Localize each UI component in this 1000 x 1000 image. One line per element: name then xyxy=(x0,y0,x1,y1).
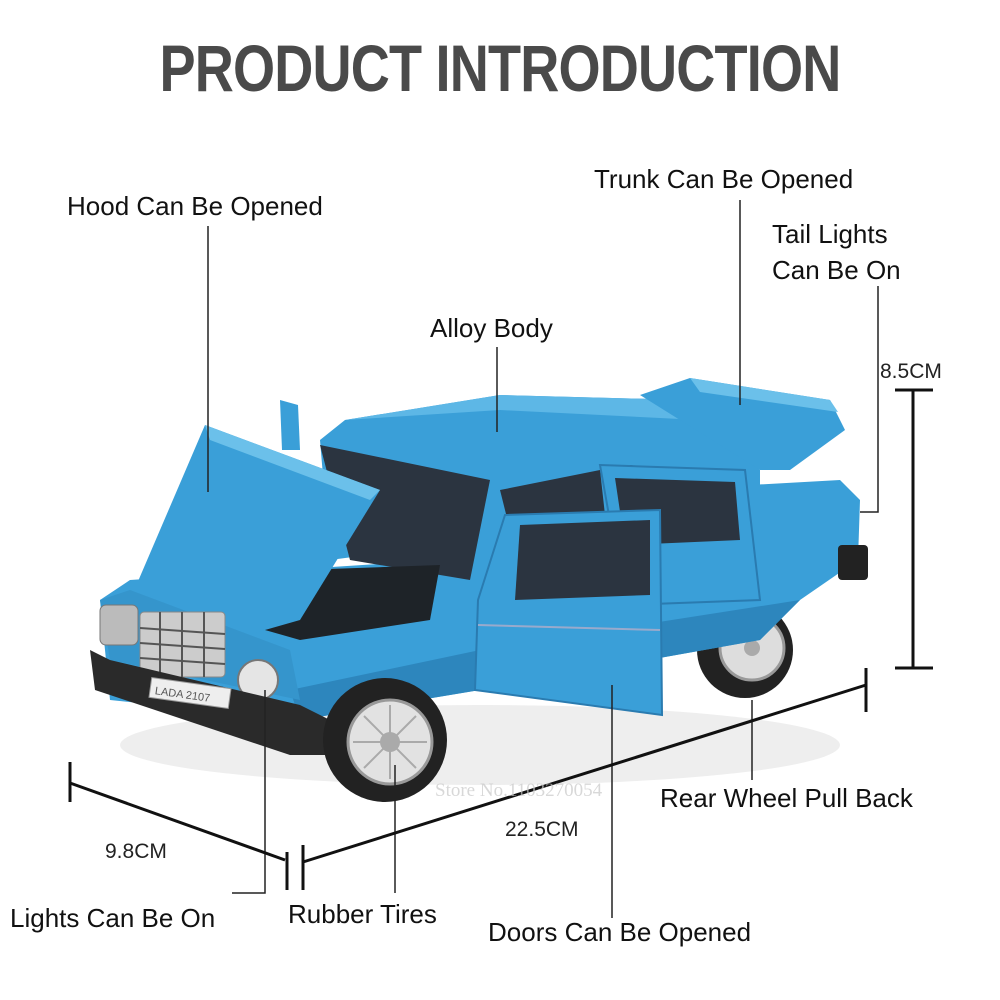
label-tail-lights-1: Tail Lights xyxy=(772,219,888,249)
dimension-height: 8.5CM xyxy=(880,360,942,383)
front-wheel xyxy=(323,678,447,802)
dimension-lines xyxy=(68,388,933,890)
label-tail-lights-2: Can Be On xyxy=(772,255,901,285)
page-title: PRODUCT INTRODUCTION xyxy=(159,31,841,105)
watermark: Store No.1103270054 xyxy=(435,780,603,801)
dimension-length: 22.5CM xyxy=(505,818,579,841)
label-doors: Doors Can Be Opened xyxy=(488,917,752,947)
label-trunk: Trunk Can Be Opened xyxy=(594,164,854,194)
dimension-width: 9.8CM xyxy=(105,840,167,863)
label-rear-wheel: Rear Wheel Pull Back xyxy=(660,783,913,813)
label-tires: Rubber Tires xyxy=(288,899,437,929)
callout-lines xyxy=(207,200,879,918)
label-lights: Lights Can Be On xyxy=(10,903,216,933)
label-hood: Hood Can Be Opened xyxy=(67,191,323,221)
label-alloy-body: Alloy Body xyxy=(430,313,553,343)
